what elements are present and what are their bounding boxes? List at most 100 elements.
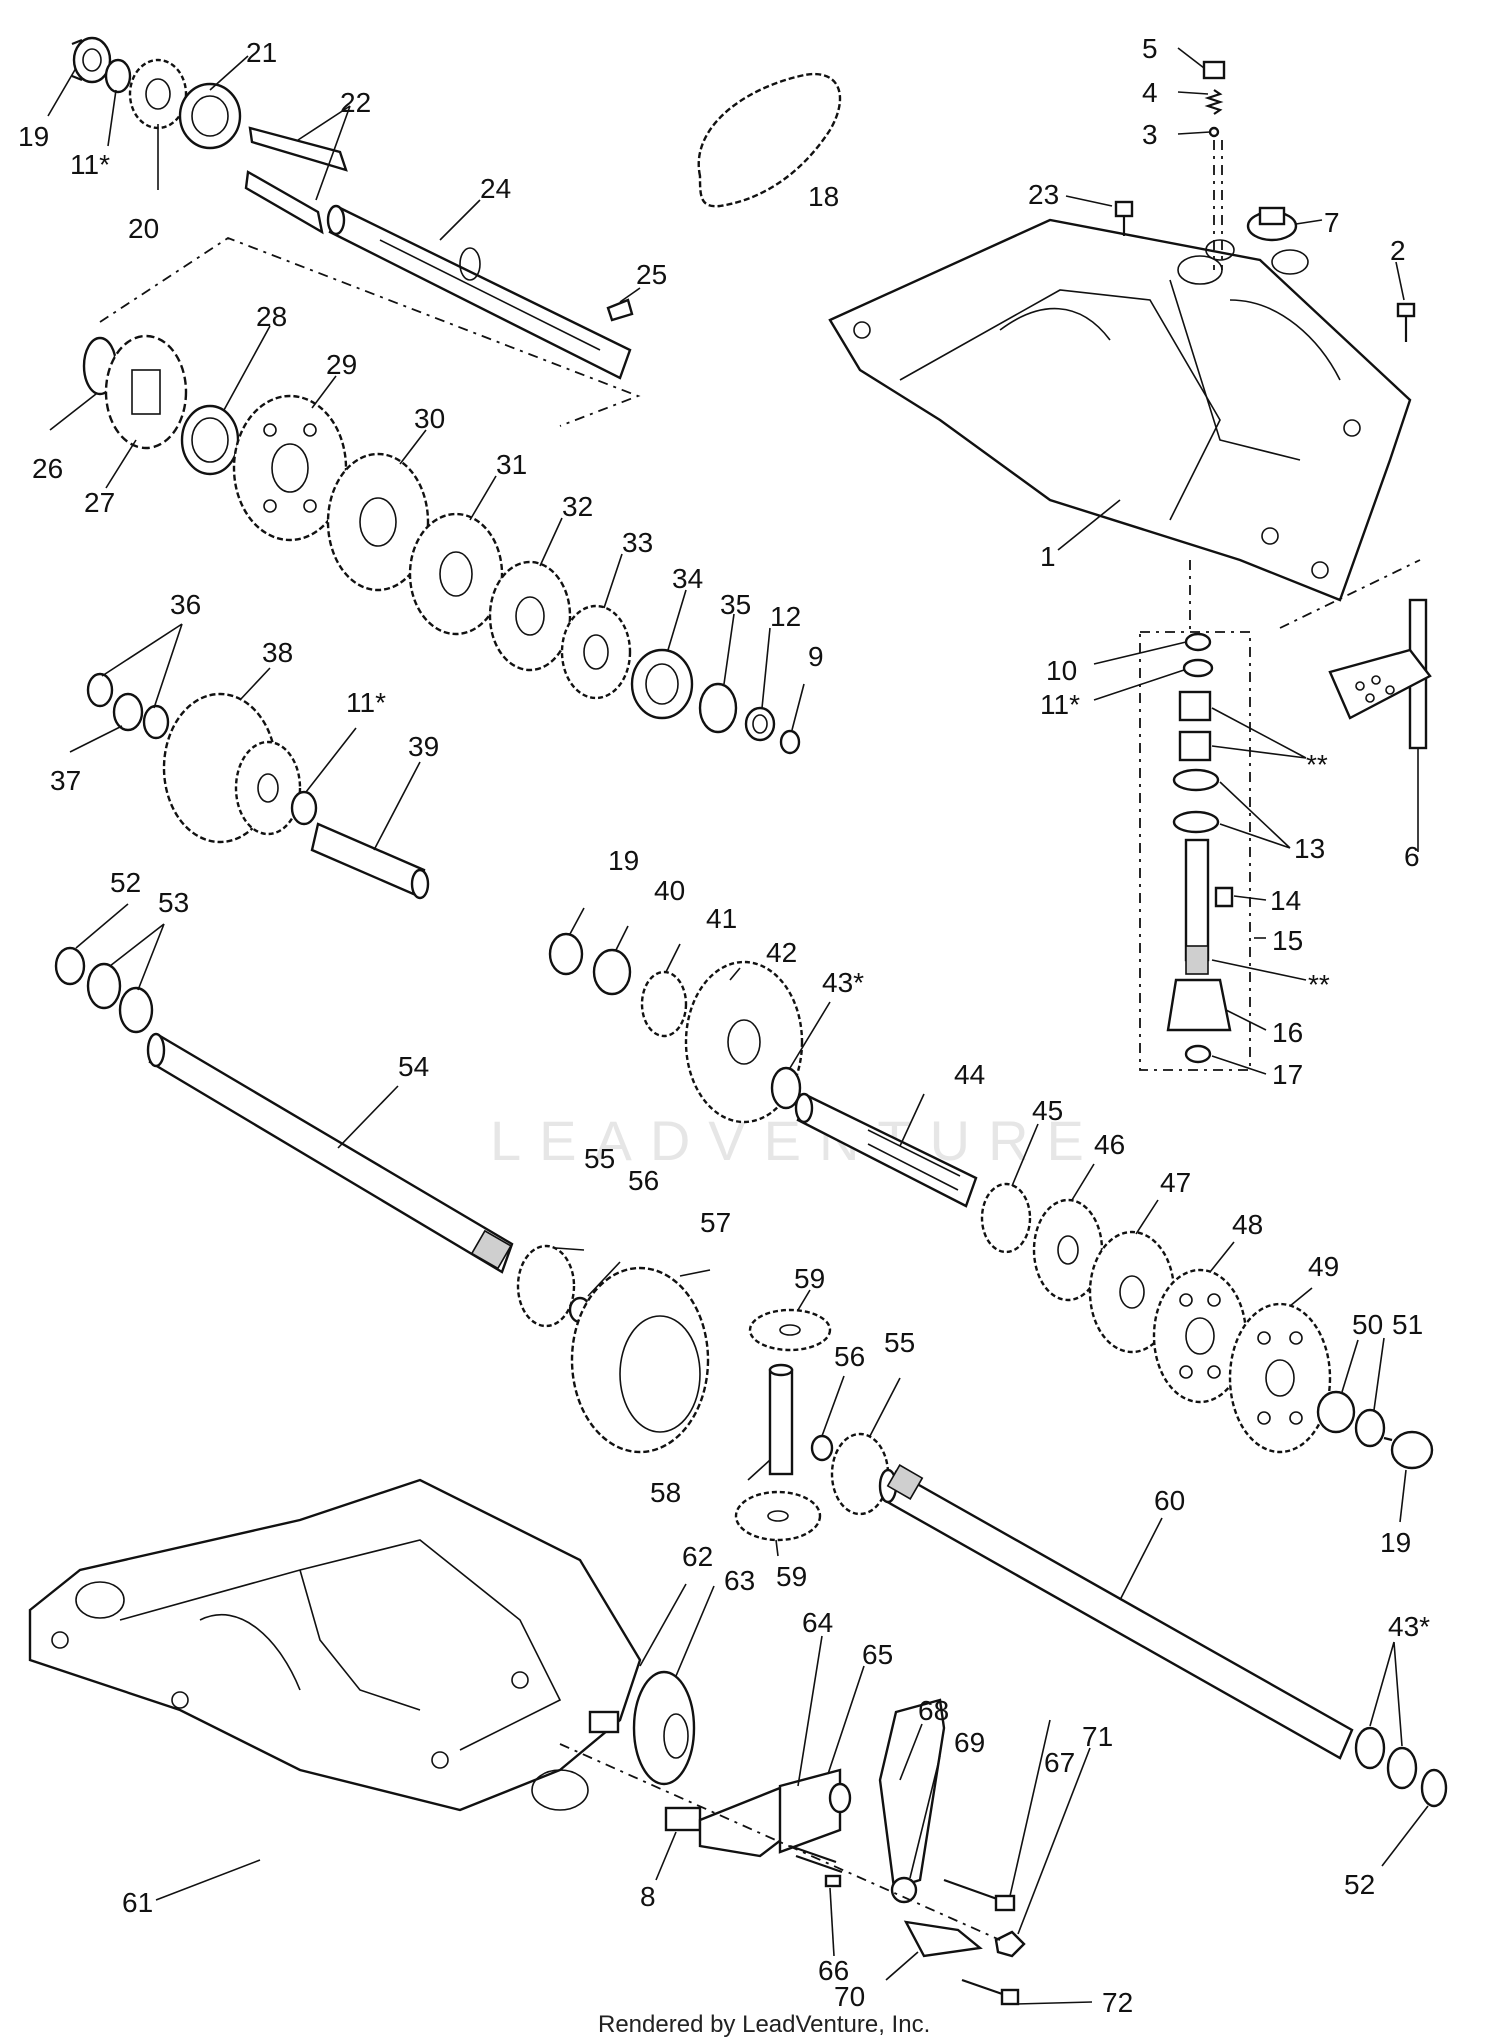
part-18-chain (697, 73, 842, 208)
part-bearing-1 (1178, 690, 1212, 722)
part-71-nut (994, 1930, 1026, 1958)
label-5: 5 (1142, 33, 1158, 64)
label-28: 28 (256, 301, 287, 332)
label-37: 37 (50, 765, 81, 796)
label-62: 62 (682, 1541, 713, 1572)
part-6-shift-lever (1279, 559, 1432, 750)
label-69: 69 (954, 1727, 985, 1758)
part-70-bracket (903, 1920, 983, 1958)
part-16-bevel-pinion (1166, 978, 1232, 1032)
part-8-pad (664, 1806, 702, 1832)
part-50-spacer (1316, 1390, 1356, 1434)
part-9-ring (779, 729, 801, 755)
label-double-star-a: ** (1306, 749, 1328, 780)
label-72: 72 (1102, 1987, 1133, 2018)
label-35: 35 (720, 589, 751, 620)
label-3: 3 (1142, 119, 1158, 150)
label-19-right: 19 (1380, 1527, 1411, 1558)
part-17-ring (1184, 1044, 1212, 1064)
label-36: 36 (170, 589, 201, 620)
part-22-key-upper (248, 126, 348, 172)
part-68-plate (878, 1698, 946, 1890)
label-70: 70 (834, 1981, 865, 2012)
part-10-ring (1184, 632, 1212, 652)
input-shaft-group (71, 36, 641, 427)
label-10: 10 (1046, 655, 1077, 686)
part-12-bushing (744, 706, 776, 742)
label-43-mid: 43* (822, 967, 864, 998)
leader-lines (47, 47, 1429, 2005)
label-24: 24 (480, 173, 511, 204)
part-19-bushing-right (1383, 1430, 1434, 1470)
part-49-gear (1228, 1302, 1332, 1454)
part-63-disc (632, 1670, 696, 1786)
label-40: 40 (654, 875, 685, 906)
differential-group (516, 1244, 890, 1542)
part-labels: 19 11* 20 21 22 24 25 26 27 28 29 30 31 … (18, 33, 1430, 2018)
part-67-bolt (943, 1878, 1016, 1912)
label-65: 65 (862, 1639, 893, 1670)
part-1-upper-housing (828, 218, 1412, 602)
watermark: LEADVENTURE (490, 1109, 1102, 1172)
label-48: 48 (1232, 1209, 1263, 1240)
part-53-washer-b (118, 986, 154, 1034)
label-67: 67 (1044, 1747, 1075, 1778)
label-41: 41 (706, 903, 737, 934)
label-54: 54 (398, 1051, 429, 1082)
label-33: 33 (622, 527, 653, 558)
label-7: 7 (1324, 207, 1340, 238)
part-40-bushing (592, 948, 632, 996)
part-19-bushing-top (71, 36, 112, 84)
part-58-pin (768, 1363, 794, 1476)
part-54-axle (146, 1032, 514, 1274)
part-60-axle (878, 1464, 1354, 1760)
label-66: 66 (818, 1955, 849, 1986)
label-57: 57 (700, 1207, 731, 1238)
part-11-washer-top (104, 58, 132, 94)
part-22-key-lower (244, 170, 324, 235)
label-42: 42 (766, 937, 797, 968)
gear-stack (82, 334, 801, 755)
label-43-right: 43* (1388, 1611, 1430, 1642)
label-55-right: 55 (884, 1327, 915, 1358)
label-13: 13 (1294, 833, 1325, 864)
label-59-bottom: 59 (776, 1561, 807, 1592)
countershaft-group (548, 932, 978, 1208)
part-41-sprocket (640, 970, 688, 1038)
shaft-gear-stack (980, 1182, 1434, 1470)
label-14: 14 (1270, 885, 1301, 916)
part-46-gear (1032, 1198, 1104, 1302)
part-13-washer-a (1172, 768, 1220, 792)
label-29: 29 (326, 349, 357, 380)
axle-left-group (54, 946, 514, 1274)
part-30-gear (326, 452, 430, 592)
part-45-gear (980, 1182, 1032, 1254)
label-31: 31 (496, 449, 527, 480)
part-43-washer-right-a (1354, 1726, 1386, 1770)
part-55-bevel-gear-left (516, 1244, 576, 1328)
part-69-washer (890, 1876, 918, 1904)
label-21: 21 (246, 37, 277, 68)
label-1: 1 (1040, 541, 1056, 572)
label-71: 71 (1082, 1721, 1113, 1752)
label-44: 44 (954, 1059, 985, 1090)
part-2-bolt (1396, 302, 1416, 342)
part-25-key (606, 298, 634, 322)
part-24-shaft (326, 204, 632, 380)
label-6: 6 (1404, 841, 1420, 872)
part-31-gear (408, 512, 504, 636)
part-5-plug (1202, 60, 1226, 80)
part-52-ring-right (1420, 1768, 1448, 1808)
assembly-outline (99, 236, 641, 427)
part-52-ring-left (54, 946, 86, 986)
part-43-washer-mid (770, 1066, 802, 1110)
part-27-sprocket (104, 334, 188, 450)
label-19-mid: 19 (608, 845, 639, 876)
label-50: 50 (1352, 1309, 1383, 1340)
part-23-bolt (1114, 200, 1134, 236)
part-65-caliper (778, 1768, 852, 1854)
label-18: 18 (808, 181, 839, 212)
cluster-gear-group (86, 672, 430, 900)
part-51-washer (1354, 1408, 1386, 1448)
